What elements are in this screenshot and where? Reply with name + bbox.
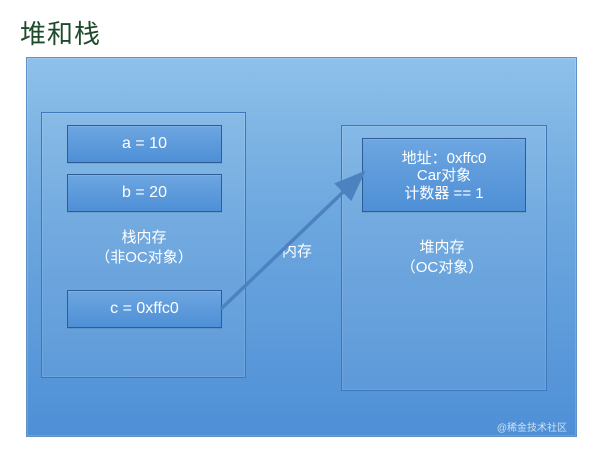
stack-label-line1: 栈内存 [121, 229, 167, 246]
memory-label: 内存 [282, 243, 313, 260]
page-title: 堆和栈 [20, 20, 102, 50]
watermark: @稀金技术社区 [496, 423, 567, 434]
stack-cell-a: a = 10 [67, 125, 222, 163]
stack-cell-b: b = 20 [67, 174, 222, 212]
heap-object-type: Car对象 [416, 167, 472, 185]
heap-label: 堆内存 （OC对象） [382, 238, 502, 279]
heap-object-address: 地址：0xffc0 [401, 150, 487, 168]
stack-cell-c: c = 0xffc0 [67, 290, 222, 328]
stack-label: 栈内存 （非OC对象） [95, 228, 193, 269]
stack-label-line2: （非OC对象） [95, 249, 193, 267]
heap-object-counter: 计数器 == 1 [404, 184, 484, 202]
heap-label-line1: 堆内存 [419, 239, 465, 256]
heap-object: 地址：0xffc0 Car对象 计数器 == 1 [362, 138, 526, 212]
heap-label-line2: （OC对象） [400, 259, 484, 277]
